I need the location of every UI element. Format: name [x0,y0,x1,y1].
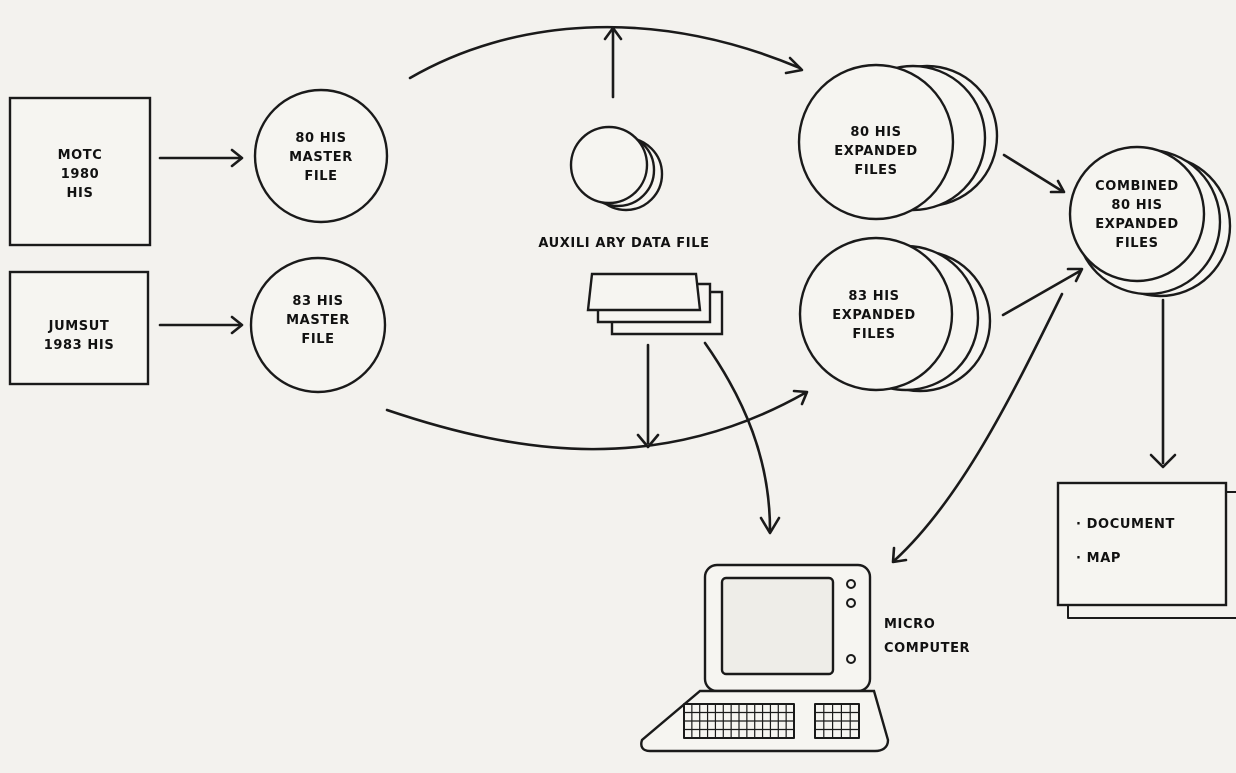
auxiliary-card-stack-icon [588,274,722,334]
expanded-80-line-1: 80 HIS [850,125,901,140]
master-80-line-2: MASTER [289,150,353,165]
arrow-jumsut-to-master-83 [160,317,242,333]
master-83-line-3: FILE [301,332,334,347]
master-83-line-1: 83 HIS [292,294,343,309]
micro-computer-label-line-1: MICRO [884,617,935,632]
micro-computer-label-line-2: COMPUTER [884,641,970,656]
combined-line-2: 80 HIS [1111,198,1162,213]
arrow-motc-to-master-80 [160,150,242,166]
expanded-83-line-3: FILES [852,327,895,342]
expanded-files-83-stack: 83 HIS EXPANDED FILES [800,238,990,391]
master-80-line-3: FILE [304,169,337,184]
arrow-auxiliary-to-micro-computer [705,343,779,533]
auxiliary-data-file-label: AUXILI ARY DATA FILE [538,236,709,251]
arrow-combined-to-output [1151,300,1175,467]
motc-line-3: HIS [67,186,94,201]
micro-computer-icon [641,565,888,751]
jumsut-line-1: JUMSUT [48,319,110,334]
master-file-83-circle: 83 HIS MASTER FILE [251,258,385,392]
combined-line-4: FILES [1115,236,1158,251]
motc-1980-his-box: MOTC 1980 HIS [10,98,150,245]
expanded-80-line-3: FILES [854,163,897,178]
expanded-files-80-stack: 80 HIS EXPANDED FILES [799,65,997,219]
expanded-83-line-1: 83 HIS [848,289,899,304]
output-map-item: · MAP [1076,551,1121,566]
arrow-expanded-80-to-combined [1004,155,1064,192]
auxiliary-disk-stack-icon [571,127,662,210]
arrow-expanded-83-to-combined [1003,269,1082,315]
arrow-master-83-to-expanded-83 [387,391,807,449]
jumsut-line-2: 1983 HIS [44,338,115,353]
combined-line-3: EXPANDED [1095,217,1178,232]
arrow-master-80-to-expanded-80 [410,27,802,78]
jumsut-1983-his-box: JUMSUT 1983 HIS [10,272,148,384]
output-document-item: · DOCUMENT [1076,517,1175,532]
motc-line-1: MOTC [58,148,103,163]
combined-expanded-files-stack: COMBINED 80 HIS EXPANDED FILES [1070,147,1230,296]
expanded-80-line-2: EXPANDED [834,144,917,159]
expanded-83-line-2: EXPANDED [832,308,915,323]
arrow-auxiliary-cards-down [638,345,658,447]
motc-line-2: 1980 [61,167,100,182]
combined-line-1: COMBINED [1095,179,1179,194]
master-83-line-2: MASTER [286,313,350,328]
arrow-auxiliary-disk-up [605,28,621,97]
master-80-line-1: 80 HIS [295,131,346,146]
master-file-80-circle: 80 HIS MASTER FILE [255,90,387,222]
output-document-map: · DOCUMENT · MAP [1058,483,1236,618]
